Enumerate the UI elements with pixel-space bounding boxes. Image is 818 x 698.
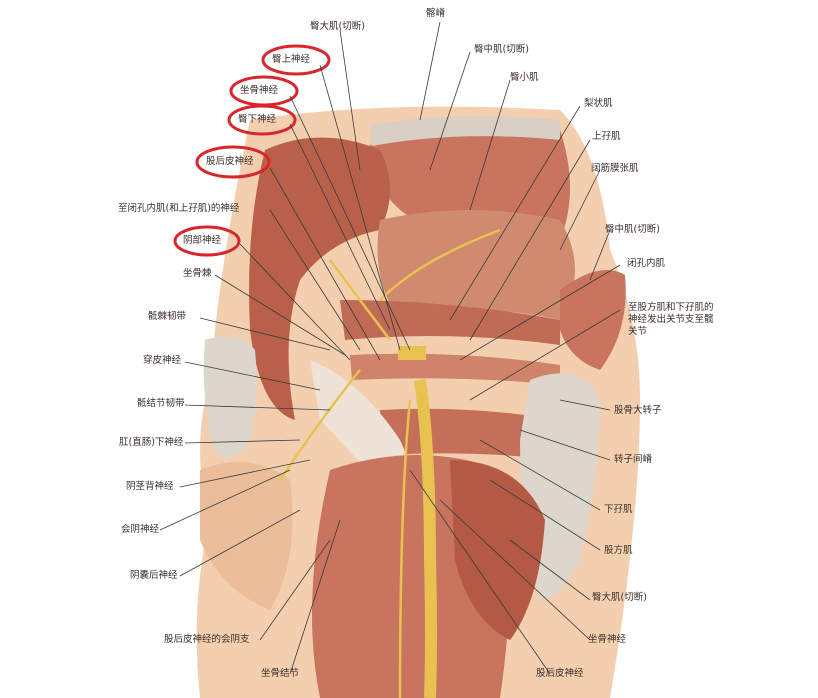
label-pudendal-nerve: 阴部神经 [183,235,222,246]
label-superior-gluteal-nerve: 臀上神经 [272,54,311,65]
ring-inferior-gluteal-nerve [227,104,297,136]
label-perineal-br-pfc: 股后皮神经的会阴支 [164,634,250,645]
ring-pudendal-nerve [173,225,241,257]
perineum-region [200,462,293,610]
label-nerve-to-obturator-int: 至闭孔内肌(和上孖肌)的神经 [118,203,240,214]
label-ischial-spine: 坐骨棘 [183,268,212,279]
label-gluteus-max-cut-bottom: 臀大肌(切断) [592,592,647,603]
label-post-femoral-cutaneous-ringed: 股后皮神经 [206,156,254,167]
sciatic-nerve [414,379,437,698]
label-obturator-internus: 闭孔内肌 [627,258,666,269]
label-inferior-gluteal-nerve: 臀下神经 [238,114,277,125]
label-gluteus-med-cut-right: 臀中肌(切断) [605,224,660,235]
label-post-femoral-cutaneous: 股后皮神经 [536,668,584,679]
label-sacrospinous-lig: 骶棘韧带 [148,311,187,322]
label-perineal-nerve: 会阴神经 [121,524,160,535]
label-sciatic-nerve-ringed: 坐骨神经 [240,85,279,96]
label-greater-trochanter: 股骨大转子 [614,405,662,416]
label-piriformis: 梨状肌 [584,98,613,109]
gluteus-maximus-bottom-flap [450,460,545,640]
gluteus-maximus-left-flap [249,137,390,420]
gluteus-medius-muscle [360,123,570,240]
leader-lines [159,21,621,675]
label-superior-gemellus: 上孖肌 [592,131,621,142]
label-tensor-fasciae: 阔筋膜张肌 [591,163,639,174]
label-intertrochanteric-crest: 转子间嵴 [614,454,653,465]
sacrum-bone [203,336,257,458]
piriformis-muscle [340,300,560,345]
inferior-gluteal-nerve [328,259,392,341]
label-gluteus-min: 臀小肌 [510,72,539,83]
label-ischial-tuberosity: 坐骨结节 [261,668,300,679]
pudendal-nerve-path [278,369,361,481]
iliac-crest-band [370,116,560,146]
label-sacrotuberous-lig: 骶结节韧带 [137,398,185,409]
label-nerve-to-qf: 至股方肌和下孖肌的神经发出关节支至髋关节 [628,302,714,337]
post-femoral-cutaneous-path [398,399,412,698]
label-dorsal-penile-nerve: 阴茎背神经 [126,481,174,492]
ring-superior-gluteal-nerve [261,44,331,76]
gluteus-medius-right-stump [560,270,626,370]
label-perforating-cutaneous: 穿皮神经 [143,355,182,366]
label-sciatic-nerve: 坐骨神经 [588,634,627,645]
label-inferior-gemellus: 下孖肌 [604,504,633,515]
nerve-junction [398,346,426,360]
label-post-scrotal-nerve: 阴囊后神经 [130,570,178,581]
label-iliac-crest: 髂嵴 [426,8,446,19]
label-inferior-rectal-nerve: 肛(直肠)下神经 [119,437,184,448]
superior-gluteal-nerve [379,228,501,301]
label-quadratus-femoris: 股方肌 [604,545,633,556]
ring-post-femoral-cutaneous [195,145,271,179]
label-gluteus-max-cut: 臀大肌(切断) [310,21,365,32]
label-gluteus-med-cut-top: 臀中肌(切断) [474,44,529,55]
gluteus-minimus-muscle [377,210,575,320]
